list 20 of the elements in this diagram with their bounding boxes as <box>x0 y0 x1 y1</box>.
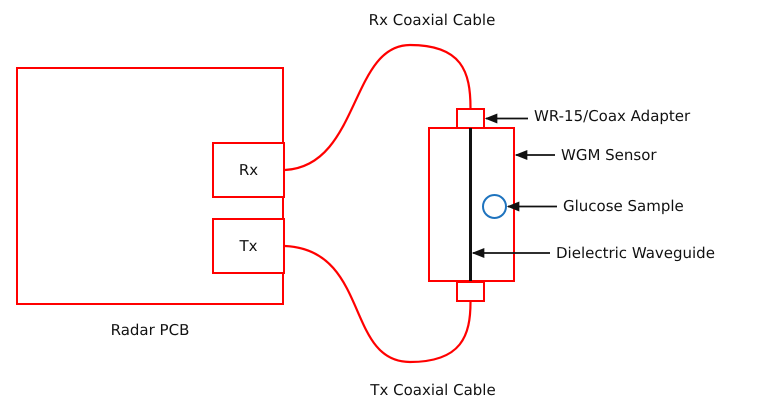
leader-arrow <box>514 150 555 160</box>
adapter-box <box>456 281 485 302</box>
coaxial-cable <box>284 244 472 364</box>
adapter-box <box>456 108 485 129</box>
port-box <box>212 142 285 198</box>
callout-label: WR-15/Coax Adapter <box>534 107 690 125</box>
sample-circle <box>482 194 507 219</box>
port-label: Rx <box>238 161 258 179</box>
port-box <box>212 218 285 274</box>
waveguide-bar <box>469 128 472 281</box>
coaxial-cable <box>284 44 472 172</box>
callout-label: Glucose Sample <box>563 197 684 215</box>
leader-arrow <box>472 248 550 258</box>
port-label: Tx <box>239 237 258 255</box>
leader-arrow <box>484 113 528 124</box>
leader-arrow <box>506 201 557 212</box>
callout-label: Dielectric Waveguide <box>556 244 715 262</box>
sensor-box <box>428 127 515 282</box>
callout-label: WGM Sensor <box>561 146 657 164</box>
board-caption: Radar PCB <box>110 321 190 339</box>
